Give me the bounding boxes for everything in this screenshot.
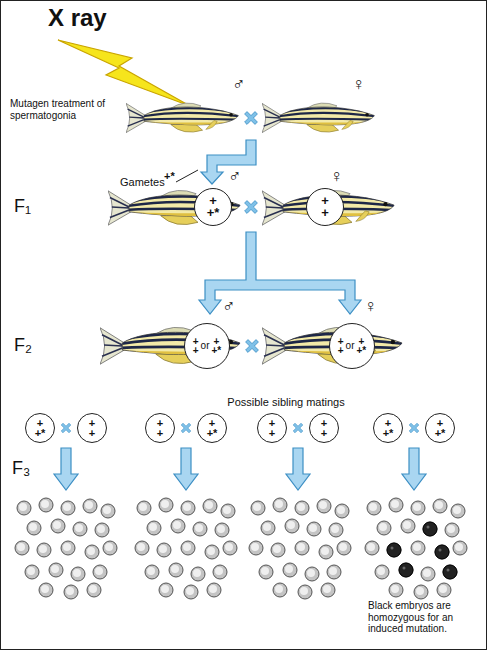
genotype-text: +*: [383, 428, 394, 438]
cross-symbol: [409, 423, 419, 433]
genotype-text: or: [346, 341, 355, 351]
genotype-text: +: [89, 428, 95, 438]
sex-symbol: ♀: [352, 74, 366, 95]
cross-symbol: [245, 201, 258, 214]
mutant-embryo: [443, 565, 457, 579]
caption-text: Possible sibling matings: [227, 396, 344, 409]
lightning-bolt: [58, 40, 190, 106]
genotype-text: +: [321, 207, 329, 219]
embryo-cluster: [15, 498, 117, 599]
generation-label: F₃: [12, 458, 30, 479]
genotype-circle: ++*: [373, 413, 403, 443]
cross-symbol: [181, 423, 191, 433]
genotype-text: +*: [207, 207, 220, 219]
genotype-text: +*: [212, 346, 222, 356]
genotype-text: +*: [35, 428, 46, 438]
genotype-circle: ++: [309, 413, 339, 443]
zebrafish-male: [126, 103, 240, 133]
genotype-label: +*: [164, 170, 175, 183]
genotype-text: +: [213, 337, 219, 347]
genotype-circle: ++: [306, 188, 344, 226]
genotype-text: +: [37, 418, 43, 428]
embryo-cluster: [135, 498, 237, 599]
embryo-cluster-mutant: [365, 498, 467, 599]
genotype-text: +: [209, 195, 217, 207]
generation-label: F₂: [14, 335, 32, 356]
genotype-text: +*: [207, 428, 218, 438]
embryo-cluster: [365, 498, 467, 599]
genotype-circle: ++*: [197, 413, 227, 443]
title-callout: X ray: [48, 4, 107, 32]
mutant-embryo: [399, 563, 413, 577]
genotype-text: +: [193, 346, 199, 356]
genotype-text: +: [209, 418, 215, 428]
genotype-text: +: [89, 418, 95, 428]
flow-arrow: [286, 448, 310, 490]
genotype-text: +: [193, 337, 199, 347]
genotype-text: +: [269, 428, 275, 438]
embryo-cluster: [249, 498, 351, 599]
genotype-text: +: [321, 428, 327, 438]
genotype-text: +*: [357, 346, 367, 356]
generation-label: F₁: [14, 196, 31, 217]
cross-symbol: [245, 112, 258, 125]
flow-arrow: [174, 448, 198, 490]
genotype-text: or: [201, 341, 210, 351]
genotype-text: +: [338, 337, 344, 347]
note-text: Mutagen treatment of spermatogonia: [10, 98, 110, 121]
genotype-text: +: [321, 195, 329, 207]
cross-symbol: [293, 423, 303, 433]
genotype-circle: ++or++*: [329, 323, 375, 369]
genotype-circle: ++or++*: [184, 323, 230, 369]
genotype-circle: ++*: [25, 413, 55, 443]
genotype-circle: ++: [257, 413, 287, 443]
flow-arrow: [54, 448, 78, 490]
mutant-embryo: [387, 543, 401, 557]
flow-arrow: [402, 448, 426, 490]
genotype-circle: ++*: [194, 188, 232, 226]
genotype-circle: ++: [77, 413, 107, 443]
genotype-text: +: [358, 337, 364, 347]
cross-symbol: [246, 340, 259, 353]
genotype-text: +: [157, 418, 163, 428]
sex-symbol: ♀: [364, 296, 378, 317]
mutant-embryo: [435, 545, 449, 559]
zebrafish-female: [262, 103, 376, 133]
sex-symbol: ♀: [330, 166, 344, 187]
note-text: Black embryos are homozygous for an indu…: [368, 600, 482, 635]
gametes-label: Gametes: [120, 176, 165, 189]
genotype-circle: ++: [145, 413, 175, 443]
mutant-embryo: [423, 522, 437, 536]
genotype-text: +*: [435, 428, 446, 438]
genotype-text: +: [338, 346, 344, 356]
genotype-text: +: [269, 418, 275, 428]
sex-symbol: ♂: [232, 74, 246, 95]
cross-symbol: [61, 423, 71, 433]
genotype-text: +: [321, 418, 327, 428]
sex-symbol: ♂: [222, 296, 236, 317]
leader-line: [176, 170, 198, 182]
sex-symbol: ♂: [228, 166, 242, 187]
genotype-text: +: [437, 418, 443, 428]
genotype-text: +: [157, 428, 163, 438]
genotype-text: +: [385, 418, 391, 428]
genotype-circle: ++*: [425, 413, 455, 443]
